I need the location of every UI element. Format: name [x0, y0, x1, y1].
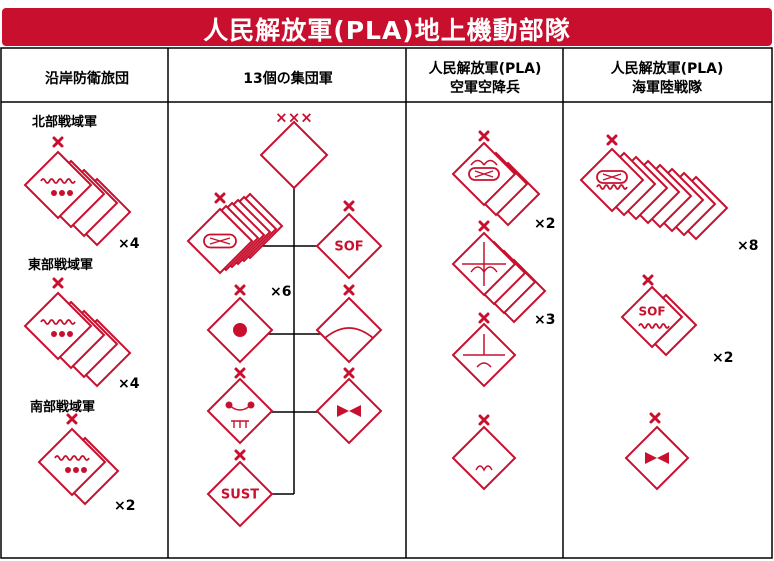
marine-sof-stack: SOF: [620, 285, 698, 357]
brigade-echelon: [478, 414, 490, 426]
unit-diamond: [206, 377, 274, 445]
brigade-echelon: [343, 200, 355, 212]
unit-diamond: [451, 425, 517, 491]
label-northern-theater: 北部戦域軍: [32, 115, 98, 130]
header-group-armies: 13個の集団軍: [243, 71, 333, 87]
combined-arms-brigade-stack: [186, 192, 284, 275]
brigade-echelon: [214, 192, 226, 204]
brigade-echelon: [606, 134, 618, 146]
brigade-echelon: [478, 312, 490, 324]
label-eastern-theater: 東部戦域軍: [28, 258, 94, 273]
header-airborne: 人民解放軍(PLA) 空軍空降兵: [408, 60, 562, 98]
brigade-echelon: [234, 284, 246, 296]
unit-diamond: [315, 296, 383, 364]
page-title: 人民解放軍(PLA)地上機動部隊: [203, 16, 571, 45]
brigade-echelon: [234, 367, 246, 379]
count-south: ×2: [114, 498, 136, 514]
count-airborne-2: ×3: [534, 312, 556, 328]
count-east: ×4: [118, 376, 140, 392]
count-north: ×4: [118, 236, 140, 252]
special-operations-brigade: SOF: [315, 212, 383, 280]
brigade-echelon: [234, 449, 246, 461]
army-echelon-marker: ×××: [275, 109, 313, 127]
aviation-brigade: [315, 377, 383, 445]
brigade-echelon: [478, 130, 490, 142]
brigade-echelon-south: [66, 413, 78, 425]
unit-diamond-front: [579, 147, 645, 213]
airborne-special-brigade: [451, 322, 517, 388]
artillery-brigade: [206, 296, 274, 364]
table-grid: [0, 47, 773, 559]
coastal-stack-east: [23, 291, 132, 388]
unit-diamond: [259, 120, 329, 190]
brigade-echelon: [478, 220, 490, 232]
unit-diamond: [315, 212, 383, 280]
sof-label: SOF: [334, 240, 363, 255]
group-army-hq: [259, 120, 329, 190]
marine-brigade-stack: [579, 147, 729, 241]
air-defense-brigade: [315, 296, 383, 364]
airborne-brigade-stack: [451, 141, 541, 227]
label-southern-theater: 南部戦域軍: [30, 400, 96, 415]
sustainment-brigade: SUST: [206, 460, 274, 528]
title-banner: 人民解放軍(PLA)地上機動部隊: [2, 8, 772, 46]
unit-diamond: [206, 460, 274, 528]
brigade-echelon: [343, 284, 355, 296]
sof-label: SOF: [638, 305, 665, 319]
brigade-echelon: [649, 412, 661, 424]
sust-label: SUST: [221, 488, 259, 503]
unit-diamond-front: [23, 291, 93, 361]
count-marines-2: ×2: [712, 350, 734, 366]
unit-diamond-front: [620, 285, 684, 349]
coastal-stack-north: [23, 150, 132, 247]
brigade-echelon-north: [52, 136, 64, 148]
header-airborne-line2: 空軍空降兵: [450, 80, 520, 96]
count-marines-1: ×8: [737, 238, 759, 254]
count-airborne-1: ×2: [534, 216, 556, 232]
header-marines: 人民解放軍(PLA) 海軍陸戦隊: [564, 60, 770, 98]
artillery-dot: [233, 323, 247, 337]
header-marines-line2: 海軍陸戦隊: [632, 80, 702, 96]
air-defense-arc: [324, 327, 374, 339]
header-airborne-line1: 人民解放軍(PLA): [428, 61, 542, 77]
count-group-army-armor: ×6: [270, 284, 292, 300]
engineer-chemical-brigade: [206, 377, 274, 445]
unit-diamond-front: [23, 150, 93, 220]
coastal-stack-south: [37, 427, 120, 506]
airborne-support-brigade: [451, 425, 517, 491]
airborne-infantry-stack: [451, 231, 547, 324]
marine-aviation-brigade: [624, 425, 690, 491]
brigade-echelon: [642, 274, 654, 286]
table-border: [0, 47, 773, 559]
brigade-echelon-east: [52, 277, 64, 289]
header-coastal-defense: 沿岸防衛旅団: [45, 71, 129, 87]
brigade-echelon: [343, 367, 355, 379]
unit-diamond-front: [37, 427, 107, 497]
header-marines-line1: 人民解放軍(PLA): [610, 61, 724, 77]
